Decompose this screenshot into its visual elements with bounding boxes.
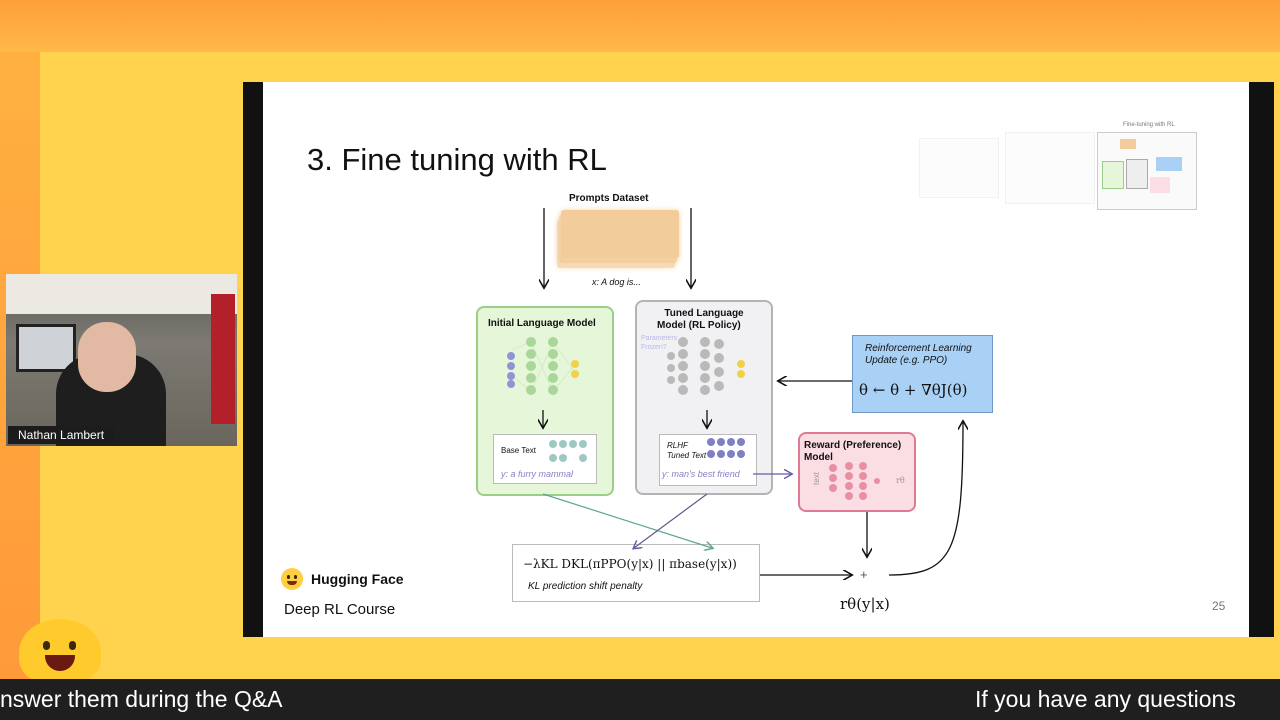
diagram-connections <box>507 208 1249 637</box>
slide-minimap: Fine-tuning with RL <box>919 122 1199 210</box>
initial-lm-label: Initial Language Model <box>488 318 596 329</box>
rlhf-text-tokens <box>707 438 745 458</box>
rl-update-box: Reinforcement Learning Update (e.g. PPO)… <box>852 335 993 413</box>
reward-model-box: Reward (Preference) Model text rθ <box>798 432 916 512</box>
prompts-dataset-label: Prompts Dataset <box>569 193 649 204</box>
frozen-note-1: Parameters <box>641 335 678 342</box>
base-text-label: Base Text <box>501 446 536 455</box>
prompt-example: x: A dog is... <box>592 277 641 287</box>
tuned-lm-label-1: Tuned Language <box>664 308 744 319</box>
arrow-tuned-to-kl <box>634 493 708 548</box>
reward-output-label: rθ <box>896 476 905 485</box>
minimap-thumb <box>919 138 999 198</box>
presenter-face <box>78 322 136 392</box>
presenter-webcam <box>6 274 237 446</box>
rl-update-formula: θ ← θ + ∇θJ(θ) <box>859 381 968 399</box>
webcam-shelf <box>6 274 237 314</box>
rlhf-label-2: Tuned Text <box>667 451 707 460</box>
base-text-example: y: a furry mammal <box>501 469 574 479</box>
initial-lm-network-icon <box>507 337 579 395</box>
webcam-scarf <box>211 294 235 424</box>
hugging-face-emoji-icon <box>19 619 101 685</box>
rl-update-label-1: Reinforcement Learning <box>865 343 972 354</box>
presenter-name-tag: Nathan Lambert <box>8 426 115 444</box>
reward-model-label-1: Reward (Preference) <box>804 440 902 451</box>
tuned-lm-network-icon <box>667 337 745 395</box>
kl-formula: −λKL DKL(πPPO(y|x) || πbase(y|x)) <box>523 557 737 571</box>
base-text-tokens <box>549 440 587 462</box>
minimap-thumb-active <box>1097 132 1197 210</box>
footer-course: Deep RL Course <box>284 601 396 618</box>
ticker-text-left: nswer them during the Q&A <box>0 686 283 712</box>
minimap-label: Fine-tuning with RL <box>1123 122 1175 128</box>
reward-network-icon <box>829 462 880 500</box>
minimap-thumb <box>1005 132 1095 204</box>
reward-formula: rθ(y|x) <box>840 595 890 613</box>
presentation-slide: 3. Fine tuning with RL Fine-tuning with … <box>263 82 1249 637</box>
reward-model-label-2: Model <box>804 452 833 463</box>
frozen-note-2: Frozen? <box>641 344 667 351</box>
hugging-face-logo-icon <box>281 568 303 590</box>
initial-language-model-box: Initial Language Model Base Text y: a fu… <box>476 306 614 496</box>
kl-penalty-box: −λKL DKL(πPPO(y|x) || πbase(y|x)) KL pre… <box>512 544 760 602</box>
rl-update-label-2: Update (e.g. PPO) <box>865 355 948 366</box>
slide-title: 3. Fine tuning with RL <box>307 142 607 177</box>
tuned-lm-label-2: Model (RL Policy) <box>657 320 741 331</box>
arrow-sum-to-update <box>888 422 963 576</box>
caption-ticker: nswer them during the Q&A If you have an… <box>0 679 1280 720</box>
prompts-dataset-stack <box>557 210 679 268</box>
footer-brand: Hugging Face <box>311 571 404 587</box>
hugging-face-brand: Hugging Face <box>281 568 404 590</box>
rlhf-label-1: RLHF <box>667 441 688 450</box>
slide-page-number: 25 <box>1212 599 1226 613</box>
ticker-text-right: If you have any questions <box>975 686 1236 712</box>
kl-caption: KL prediction shift penalty <box>528 581 643 592</box>
arrow-base-to-kl <box>542 493 712 548</box>
rlhf-text-example: y: man's best friend <box>662 469 740 479</box>
webcam-frame-poster <box>16 324 76 372</box>
sum-symbol: + <box>860 567 868 582</box>
